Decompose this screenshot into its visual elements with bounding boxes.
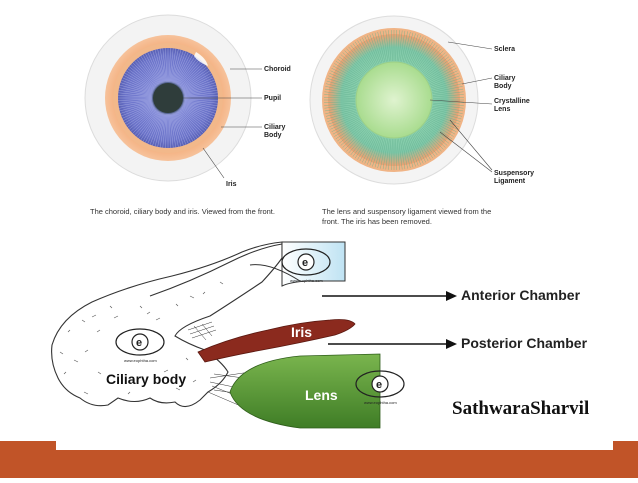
author-name: SathwaraSharvil <box>452 398 590 419</box>
label-posterior-chamber: Posterior Chamber <box>461 335 588 351</box>
front-view-iris-figure: Choroid Pupil Ciliary Body Iris The chor… <box>84 14 291 216</box>
arrow-anterior-head <box>446 291 457 301</box>
label-pupil: Pupil <box>264 95 281 102</box>
footer-bar <box>0 450 638 478</box>
iris-section <box>197 319 356 363</box>
tissue-texture <box>59 281 224 395</box>
label-ciliary-body-bottom: Ciliary body <box>106 371 186 387</box>
leader-lens <box>429 99 493 105</box>
svg-text:www.eophtha.com: www.eophtha.com <box>364 400 397 405</box>
watermark-logo-2: e www.eophtha.com <box>115 328 165 363</box>
label-sclera: Sclera <box>494 46 515 53</box>
caption-right-1: The lens and suspensory ligament viewed … <box>322 207 491 216</box>
leader-ligament-2 <box>449 119 493 171</box>
label-iris-bottom: Iris <box>291 324 312 340</box>
svg-text:www.eophtha.com: www.eophtha.com <box>290 278 323 283</box>
svg-text:e: e <box>376 379 382 391</box>
label-ciliary-right-2: Body <box>494 83 512 90</box>
svg-text:e: e <box>136 337 142 349</box>
caption-right-2: front. The iris has been removed. <box>322 217 432 226</box>
leader-ciliary-right <box>461 77 493 85</box>
crystalline-lens <box>355 61 433 139</box>
pupil <box>153 83 183 113</box>
svg-text:www.eophtha.com: www.eophtha.com <box>124 358 157 363</box>
svg-text:e: e <box>302 257 308 269</box>
drainage-angle-mesh <box>187 321 217 341</box>
leader-ligament-1 <box>439 131 493 173</box>
ligament-fibers <box>324 30 464 170</box>
label-choroid: Choroid <box>264 66 291 73</box>
label-iris-top: Iris <box>226 181 237 188</box>
watermark-logo-1: e www.eophtha.com <box>281 248 331 283</box>
sclera-line <box>149 243 283 297</box>
label-ciliary-1: Ciliary <box>264 124 286 131</box>
label-lens-1: Crystalline <box>494 98 530 105</box>
leader-iris <box>202 147 225 179</box>
leader-sclera <box>447 41 493 50</box>
label-ligament-2: Ligament <box>494 178 526 185</box>
footer-accent-right <box>613 441 638 450</box>
footer-accent-left <box>0 441 56 450</box>
iris-fibers <box>118 48 218 148</box>
label-ciliary-2: Body <box>264 132 282 139</box>
cross-section-diagram: Iris Lens e www.eophtha.com <box>51 241 588 429</box>
label-anterior-chamber: Anterior Chamber <box>461 287 581 303</box>
highlight-reflection <box>194 52 208 66</box>
watermark-logo-3: e www.eophtha.com <box>355 370 405 405</box>
label-lens-bottom: Lens <box>305 387 338 403</box>
label-ligament-1: Suspensory <box>494 170 534 177</box>
label-ciliary-right-1: Ciliary <box>494 75 516 82</box>
cornea-inner-line <box>249 264 301 282</box>
arrow-posterior-head <box>446 339 457 349</box>
label-lens-2: Lens <box>494 106 510 113</box>
caption-left: The choroid, ciliary body and iris. View… <box>90 207 275 216</box>
front-view-lens-figure: Sclera Ciliary Body Crystalline Lens Sus… <box>309 15 534 226</box>
